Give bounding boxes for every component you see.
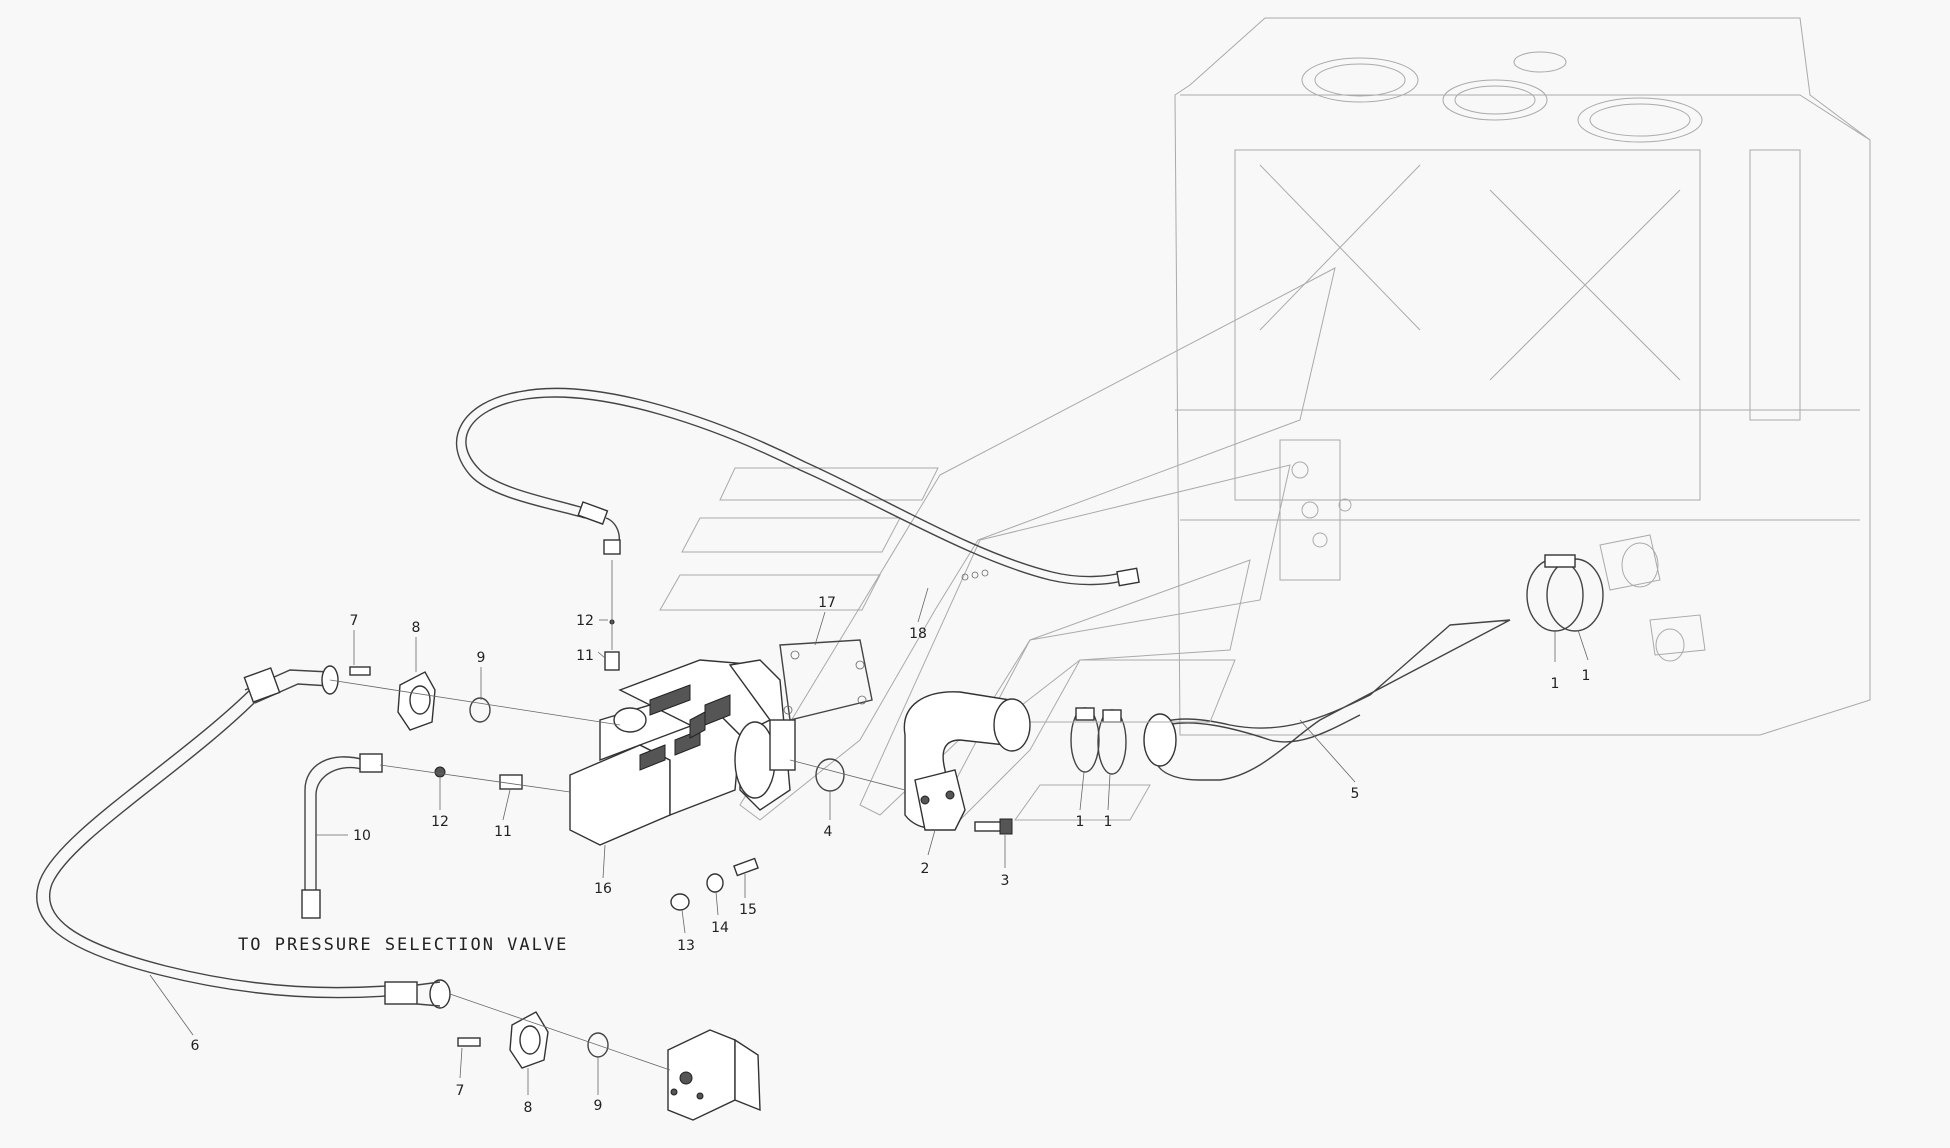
hose-clamps-middle [1070, 707, 1127, 775]
pressure-hose-6 [35, 665, 451, 1009]
hydraulic-tank [1174, 17, 1871, 736]
callout-9b: 9 [594, 1098, 603, 1114]
bolt-7-top [349, 666, 371, 676]
bolt-3 [974, 818, 1013, 835]
callout-8b: 8 [524, 1100, 533, 1116]
split-flange-top [397, 671, 436, 731]
flange-block [667, 1029, 761, 1121]
callout-7b: 7 [456, 1083, 465, 1099]
callout-11a: 11 [494, 824, 512, 840]
callout-11b: 11 [576, 648, 594, 664]
callout-7a: 7 [350, 613, 359, 629]
o-ring-9-bottom [587, 1032, 609, 1058]
callout-10: 10 [353, 828, 371, 844]
callout-12a: 12 [431, 814, 449, 830]
o-ring-4 [815, 758, 845, 792]
pressure-line-hose [455, 387, 1140, 587]
seal-12-left [434, 766, 446, 778]
pump-mounting-plate [779, 639, 873, 721]
suction-hose [1143, 619, 1511, 781]
callout-12b: 12 [576, 613, 594, 629]
callout-5: 5 [1351, 786, 1360, 802]
washer-14 [706, 873, 724, 893]
pressure-selection-valve-note: TO PRESSURE SELECTION VALVE [238, 935, 568, 955]
callout-13: 13 [677, 938, 695, 954]
hydraulic-pump [569, 659, 796, 846]
callout-1c: 1 [1076, 814, 1085, 830]
callout-16: 16 [594, 881, 612, 897]
callout-8a: 8 [412, 620, 421, 636]
callout-4: 4 [824, 824, 833, 840]
suction-elbow [903, 691, 1031, 831]
callout-1d: 1 [1104, 814, 1113, 830]
callout-1a: 1 [1551, 676, 1560, 692]
hose-clamps-right [1526, 554, 1604, 632]
o-ring-9-top [469, 697, 491, 723]
callout-1b: 1 [1582, 668, 1591, 684]
nut-13 [670, 893, 690, 911]
bolt-7-bottom [457, 1037, 481, 1047]
callout-3: 3 [1001, 873, 1010, 889]
callout-14: 14 [711, 920, 729, 936]
callout-9a: 9 [477, 650, 486, 666]
callout-17: 17 [818, 595, 836, 611]
callout-15: 15 [739, 902, 757, 918]
stud-15 [733, 857, 759, 877]
split-flange-bottom [509, 1011, 549, 1069]
callout-18: 18 [909, 626, 927, 642]
leader-lines [149, 560, 1589, 1095]
callout-6: 6 [191, 1038, 200, 1054]
guide-brackets [659, 267, 1336, 821]
callout-labels: 1 1 1 1 2 3 4 5 6 7 7 8 8 9 9 10 11 11 1… [191, 595, 1591, 1116]
callout-2: 2 [921, 861, 930, 877]
small-hose-10 [301, 753, 383, 919]
adapter-11-top [604, 651, 620, 671]
adapter-11-left [499, 774, 523, 790]
